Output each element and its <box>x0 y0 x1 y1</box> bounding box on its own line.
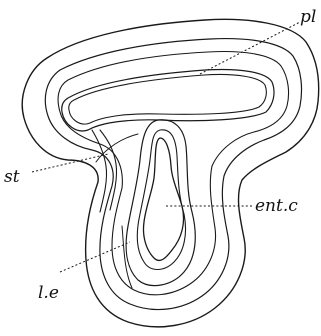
le-leader-line <box>60 242 130 272</box>
label-ent-c: ent.c <box>255 196 298 216</box>
pl-cavity-inner <box>69 74 267 124</box>
middle-layer-outline <box>45 39 301 310</box>
gut-wall-inner <box>137 130 185 270</box>
pl-leader-line <box>200 22 300 74</box>
label-l-e: l.e <box>38 283 59 303</box>
outer-body-outline <box>22 19 318 326</box>
label-st: st <box>4 167 20 187</box>
st-leader-line <box>32 154 108 172</box>
label-pl: pl <box>300 7 316 27</box>
